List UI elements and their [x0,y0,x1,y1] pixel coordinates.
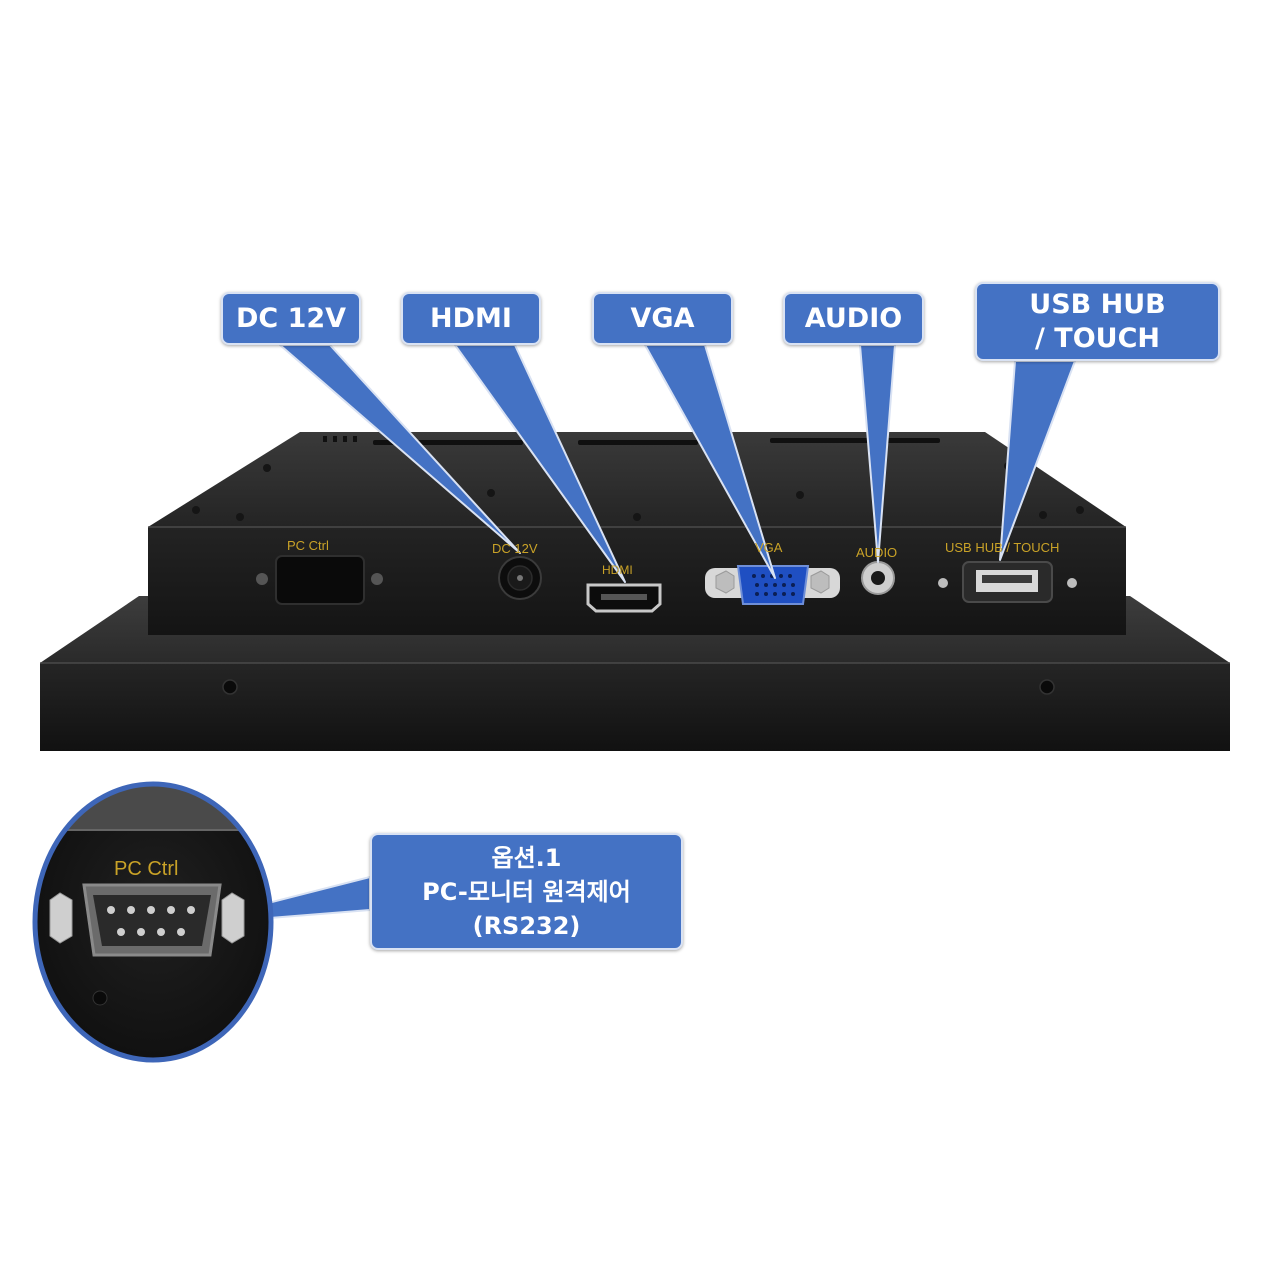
callout-audio-text: AUDIO [804,303,903,334]
callout-usb-line2: / TOUCH [1035,322,1160,354]
callout-option-rs232: 옵션.1 PC-모니터 원격제어 (RS232) [370,833,683,950]
callout-option-line3: (RS232) [472,911,581,940]
callout-hdmi: HDMI [401,292,541,345]
callout-usb-line1: USB HUB [1029,288,1166,320]
dc-12v-port [498,556,542,600]
callout-pointers [181,344,1076,926]
zoom-label-pc-ctrl: PC Ctrl [114,858,179,880]
panel-label-hdmi: HDMI [602,563,633,577]
callout-hdmi-text: HDMI [430,303,512,334]
panel-label-vga: VGA [755,540,783,555]
callout-option-line1: 옵션.1 [491,843,562,872]
callout-vga: VGA [592,292,733,345]
callout-option-line2: PC-모니터 원격제어 [422,877,631,906]
panel-label-audio: AUDIO [856,545,898,560]
pc-ctrl-zoom-view [32,781,274,1063]
vga-port [705,565,840,605]
panel-label-usb-hub-touch: USB HUB / TOUCH [945,540,1060,555]
audio-port [861,561,895,595]
callout-audio: AUDIO [783,292,924,345]
panel-label-pc-ctrl: PC Ctrl [287,538,329,553]
callout-dc-12v: DC 12V [221,292,361,345]
callout-dc-12v-text: DC 12V [235,303,347,334]
callout-usb-hub-touch: USB HUB / TOUCH [975,282,1220,361]
callout-vga-text: VGA [630,303,695,334]
panel-label-dc-12v: DC 12V [492,541,538,556]
usb-hub-touch-port [938,561,1077,603]
hdmi-port [586,583,662,613]
pc-ctrl-port [256,555,383,605]
